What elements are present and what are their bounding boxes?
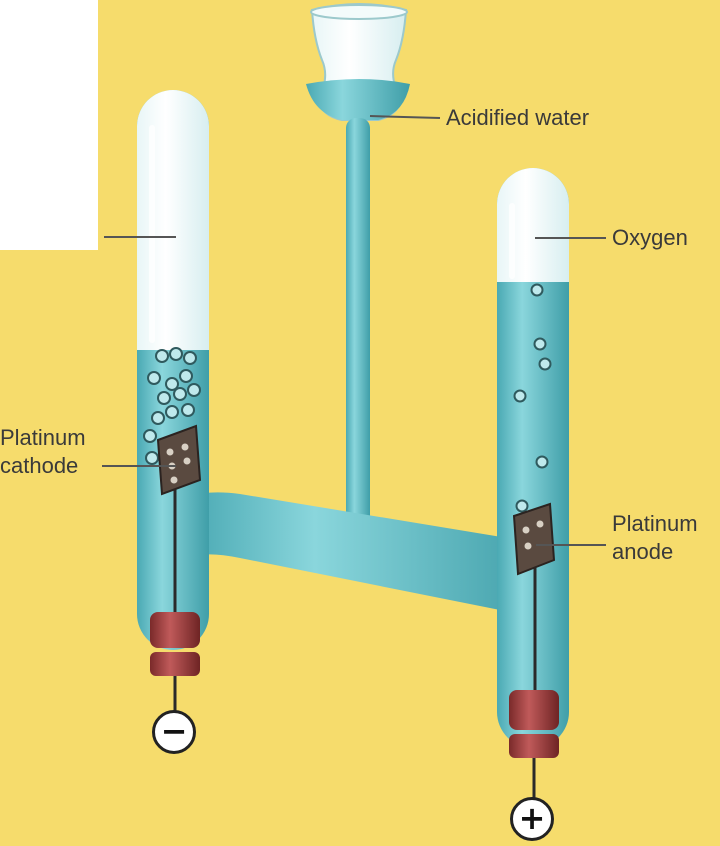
right-tube [497,168,569,748]
bubble [155,349,169,363]
label-acidified-water: Acidified water [446,105,590,130]
bubble [535,455,549,469]
bubble [530,283,544,297]
bubble [165,377,179,391]
bubble [533,337,547,351]
bubble [147,371,161,385]
label-platinum-cathode: Platinum cathode [0,425,86,478]
left-tube [137,90,209,650]
bubble [173,387,187,401]
bubble [515,499,529,513]
oxygen-bubbles [513,283,552,513]
bubble [538,357,552,371]
bubble [157,391,171,405]
label-platinum-anode: Platinum anode [612,511,698,564]
leader-lines [102,115,606,546]
bubble [513,389,527,403]
bubble [183,351,197,365]
platinum-anode [512,502,556,700]
bubble [143,429,157,443]
bubble [187,383,201,397]
positive-terminal: + [510,797,554,841]
bubble [165,405,179,419]
bubble [145,451,159,465]
reservoir-funnel [306,3,410,121]
blank-label-area [0,0,98,250]
central-stem [346,118,370,528]
label-oxygen: Oxygen [612,225,688,250]
bubble [169,347,183,361]
bubble [179,369,193,383]
right-stopper [509,690,559,800]
negative-terminal: − [152,710,196,754]
bubble [181,403,195,417]
bubble [151,411,165,425]
hydrogen-bubbles [143,347,201,465]
connecting-tube [190,492,546,613]
left-stopper [150,612,200,712]
